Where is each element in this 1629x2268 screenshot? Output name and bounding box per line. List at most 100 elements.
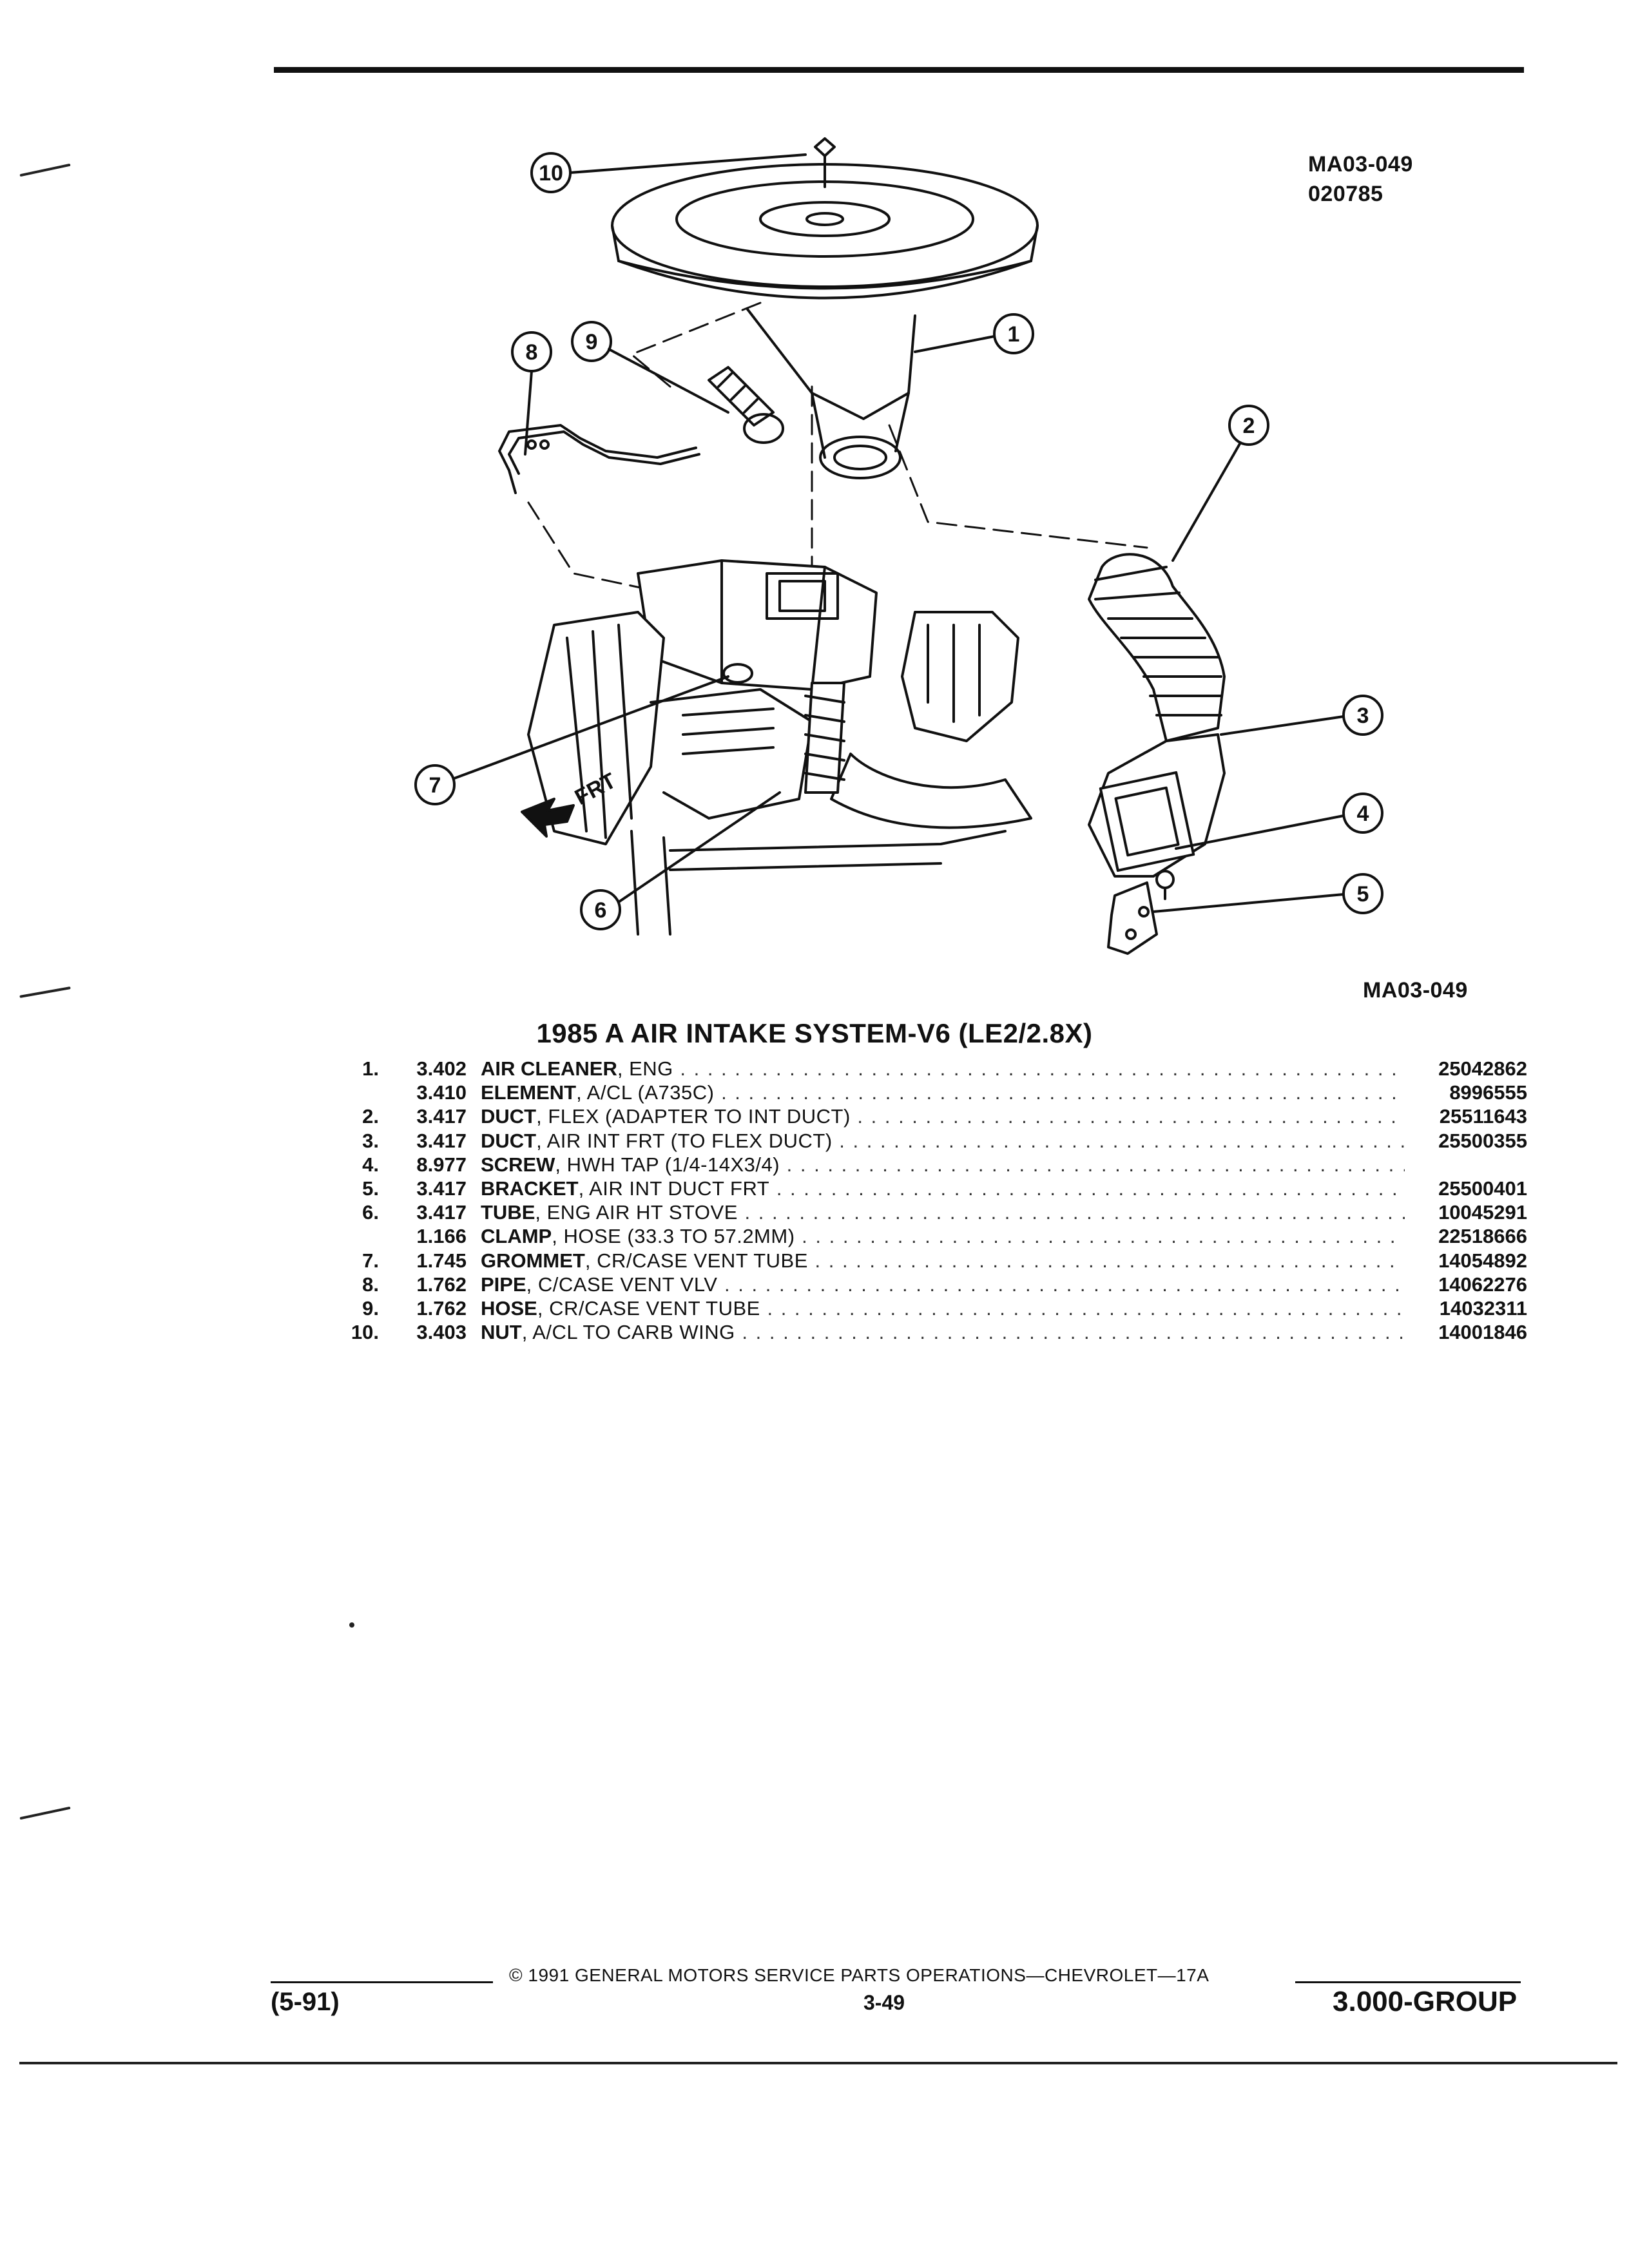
part-detail: , C/CASE VENT VLV	[526, 1273, 718, 1296]
catalog-code: 1.745	[416, 1249, 467, 1272]
flex-duct-drawing	[1088, 553, 1226, 742]
vent-hose-drawing	[708, 366, 784, 444]
part-number: 22518666	[1438, 1225, 1527, 1248]
part-number: 25500401	[1438, 1177, 1527, 1200]
footer-copyright: © 1991 GENERAL MOTORS SERVICE PARTS OPER…	[509, 1965, 1210, 1985]
stray-dot	[349, 1622, 354, 1628]
part-description: DUCT, AIR INT FRT (TO FLEX DUCT)	[481, 1129, 1405, 1153]
item-number: 5.	[362, 1177, 379, 1200]
part-name: TUBE	[481, 1201, 535, 1224]
screw-drawing	[1155, 870, 1175, 900]
diagram-caption-code: MA03-049	[1363, 978, 1468, 1003]
diagram-date-code: 020785	[1308, 182, 1383, 206]
part-name: DUCT	[481, 1129, 537, 1152]
item-number: 9.	[362, 1296, 379, 1320]
part-description: AIR CLEANER, ENG	[481, 1057, 1405, 1081]
part-description: GROMMET, CR/CASE VENT TUBE	[481, 1249, 1405, 1273]
margin-mark	[19, 986, 71, 998]
catalog-code: 3.403	[416, 1321, 467, 1344]
page-title: 1985 A AIR INTAKE SYSTEM-V6 (LE2/2.8X)	[536, 1018, 1093, 1048]
wing-nut-drawing	[814, 137, 836, 188]
part-name: SCREW	[481, 1153, 555, 1176]
item-number: 3.	[362, 1129, 379, 1152]
part-name: PIPE	[481, 1273, 526, 1296]
item-number: 4.	[362, 1153, 379, 1176]
parts-row: 1.166 CLAMP, HOSE (33.3 TO 57.2MM) 2251866…	[348, 1224, 1527, 1248]
part-number: 14032311	[1439, 1296, 1527, 1320]
engine-drawing	[527, 559, 1032, 936]
top-rule	[274, 67, 1524, 73]
item-number: 6.	[362, 1201, 379, 1224]
vent-pipe-drawing	[498, 424, 700, 494]
item-number: 10.	[351, 1321, 379, 1344]
catalog-code: 3.417	[416, 1129, 467, 1152]
callout-7: 7	[429, 773, 441, 798]
catalog-code: 3.417	[416, 1177, 467, 1200]
footer-rule-left	[271, 1981, 493, 1983]
part-detail: , ENG AIR HT STOVE	[535, 1201, 738, 1224]
part-number: 14062276	[1438, 1273, 1527, 1296]
front-duct-drawing	[1088, 733, 1226, 878]
parts-row: 9. 1.762 HOSE, CR/CASE VENT TUBE 14032311	[348, 1296, 1527, 1320]
callout-8: 8	[526, 340, 538, 365]
callout-9: 9	[586, 330, 598, 354]
catalog-code: 1.166	[416, 1225, 467, 1248]
part-number	[1405, 1153, 1527, 1177]
part-number: 8996555	[1449, 1081, 1527, 1104]
part-name: AIR CLEANER	[481, 1057, 617, 1080]
part-number: 25500355	[1438, 1129, 1527, 1152]
part-name: CLAMP	[481, 1225, 552, 1248]
parts-row: 7. 1.745 GROMMET, CR/CASE VENT TUBE 1405489…	[348, 1249, 1527, 1273]
callout-6: 6	[595, 898, 607, 923]
callout-3: 3	[1357, 704, 1369, 728]
bottom-rule	[19, 2062, 1617, 2064]
margin-mark	[19, 1806, 71, 1820]
catalog-code: 1.762	[416, 1273, 467, 1296]
part-detail: , A/CL TO CARB WING	[521, 1321, 735, 1344]
part-number: 25042862	[1438, 1057, 1527, 1080]
part-description: TUBE, ENG AIR HT STOVE	[481, 1200, 1405, 1224]
front-arrow-icon	[521, 798, 575, 838]
footer-group: 3.000-GROUP	[1333, 1986, 1518, 2017]
footer-page-number: 3-49	[863, 1991, 905, 2014]
item-number	[348, 1081, 379, 1104]
item-number: 2.	[362, 1105, 379, 1128]
item-number: 8.	[362, 1273, 379, 1296]
footer-rule-right	[1295, 1981, 1521, 1983]
margin-mark	[19, 163, 71, 177]
item-number: 7.	[362, 1249, 379, 1272]
part-number: 14054892	[1438, 1249, 1527, 1272]
callout-10: 10	[539, 161, 563, 186]
part-description: BRACKET, AIR INT DUCT FRT	[481, 1177, 1405, 1200]
footer-revision: (5-91)	[271, 1988, 340, 2016]
part-detail: , HWH TAP (1/4-14X3/4)	[555, 1153, 780, 1176]
callout-4: 4	[1357, 802, 1369, 826]
part-name: BRACKET	[481, 1177, 579, 1200]
part-name: ELEMENT	[481, 1081, 577, 1104]
part-description: SCREW, HWH TAP (1/4-14X3/4)	[481, 1153, 1405, 1177]
callout-1: 1	[1008, 322, 1020, 347]
part-description: NUT, A/CL TO CARB WING	[481, 1320, 1405, 1344]
catalog-code: 1.762	[416, 1296, 467, 1320]
part-description: CLAMP, HOSE (33.3 TO 57.2MM)	[481, 1224, 1405, 1248]
bracket-drawing	[1107, 881, 1158, 955]
diagram-ref-code: MA03-049	[1308, 152, 1413, 177]
part-name: DUCT	[481, 1105, 537, 1128]
air-cleaner-drawing	[611, 163, 1039, 479]
part-detail: , ENG	[617, 1057, 673, 1080]
parts-row: 3. 3.417 DUCT, AIR INT FRT (TO FLEX DUCT) 2…	[348, 1129, 1527, 1153]
part-description: PIPE, C/CASE VENT VLV	[481, 1273, 1405, 1296]
part-name: NUT	[481, 1321, 522, 1344]
part-number: 14001846	[1438, 1321, 1527, 1344]
part-detail: , AIR INT FRT (TO FLEX DUCT)	[536, 1129, 833, 1152]
part-description: HOSE, CR/CASE VENT TUBE	[481, 1296, 1405, 1320]
parts-row: 5. 3.417 BRACKET, AIR INT DUCT FRT 25500401	[348, 1177, 1527, 1200]
part-description: ELEMENT, A/CL (A735C)	[481, 1081, 1405, 1104]
part-detail: , A/CL (A735C)	[576, 1081, 715, 1104]
part-detail: , FLEX (ADAPTER TO INT DUCT)	[536, 1105, 851, 1128]
